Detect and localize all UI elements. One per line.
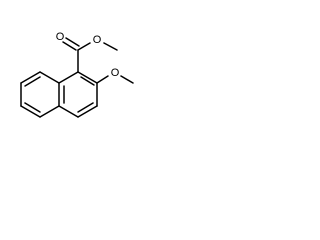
bond-ether-o-methyl (120, 75, 134, 84)
carbonyl-oxygen-label: O (56, 31, 65, 43)
bond-c6-c5-inner (24, 102, 41, 113)
bond-c3-c4-inner (77, 102, 94, 113)
bond-c6-c5 (20, 105, 41, 118)
bond-c2-ether-o (96, 75, 109, 84)
ether-oxygen-label: O (111, 67, 120, 79)
bond-ester-o-methyl (103, 42, 118, 51)
bond-carbonyl-double-a (62, 41, 77, 51)
bond-c4-c4a (58, 105, 79, 118)
bond-carbonyl-double-b (65, 37, 80, 47)
ester-oxygen-label: O (93, 34, 102, 46)
bond-c5-c4a (39, 105, 60, 118)
molecule-structure-diagram: O O O (20, 31, 134, 118)
bond-c8-c7-inner (24, 76, 41, 87)
bond-c1-c2-inner (80, 76, 95, 86)
bond-c8a-c1 (58, 71, 79, 84)
bond-c3-c4 (77, 105, 98, 118)
bond-c8a-c8 (39, 71, 60, 84)
bond-c8-c7 (20, 71, 41, 84)
bond-carbonyl-carbon-ester-o (77, 42, 91, 51)
bond-c1-c2 (77, 71, 98, 84)
